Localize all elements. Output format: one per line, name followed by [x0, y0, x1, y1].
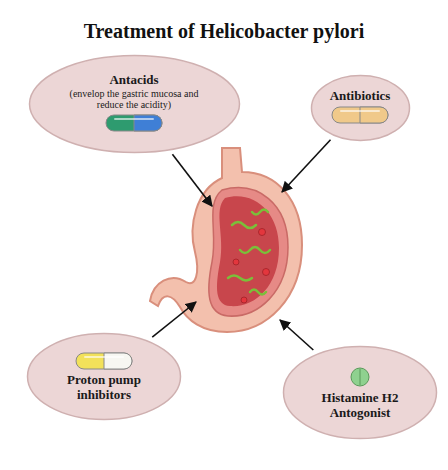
bacterium [252, 210, 268, 215]
bacterium [228, 276, 252, 281]
capsule-left [76, 353, 132, 369]
bacterium [250, 290, 266, 295]
stomach-lumen [217, 196, 279, 306]
pill-icon [348, 366, 372, 388]
ellipse-fill [29, 56, 239, 153]
capsule-shine [341, 110, 379, 112]
drug-name: Histamine H2 Antogonist [310, 391, 410, 421]
pointer-arrow [282, 140, 331, 192]
red-cells [233, 229, 270, 304]
callout-content: Proton pump inhibitors [54, 349, 154, 403]
bacterium [232, 222, 256, 228]
capsule-shine [115, 118, 153, 120]
drug-name: Proton pump inhibitors [54, 373, 154, 403]
stomach-wall [209, 188, 288, 316]
callout-ellipse: Antibiotics [310, 74, 411, 142]
ellipse-fill [28, 333, 181, 419]
drug-note: (envelop the gastric mucosa and reduce t… [64, 88, 204, 111]
pointer-arrow [280, 320, 313, 350]
bacterium [240, 247, 270, 253]
callout-content: Antacids(envelop the gastric mucosa and … [64, 73, 204, 135]
capsule-right [104, 353, 132, 369]
drug-name: Antacids [109, 73, 158, 88]
tablet [351, 368, 369, 386]
pill-icon [105, 114, 163, 132]
cell [241, 297, 247, 303]
bacteria [228, 210, 270, 295]
capsule-shine [85, 356, 123, 358]
capsule-left [332, 107, 388, 123]
pill-icon [331, 106, 389, 124]
callout-content: Antibiotics [330, 89, 391, 128]
capsule-right [134, 115, 162, 131]
cell [259, 229, 266, 236]
callout-ellipse: Antacids(envelop the gastric mucosa and … [28, 54, 241, 154]
ellipse-fill [311, 76, 409, 141]
cell [263, 269, 270, 276]
pill-icon [75, 352, 133, 370]
ellipse-fill [284, 346, 437, 438]
title: Treatment of Helicobacter pylori [0, 20, 448, 43]
capsule-left [106, 115, 162, 131]
cell [233, 259, 239, 265]
capsule-right [360, 107, 388, 123]
callout-ellipse: Histamine H2 Antogonist [282, 345, 438, 440]
callout-ellipse: Proton pump inhibitors [26, 332, 182, 421]
pointer-arrow [152, 302, 196, 337]
drug-name: Antibiotics [330, 89, 391, 104]
tablet-score [360, 369, 361, 385]
stomach-outer [150, 148, 302, 332]
callout-content: Histamine H2 Antogonist [310, 363, 410, 421]
pointer-arrow [172, 154, 212, 206]
